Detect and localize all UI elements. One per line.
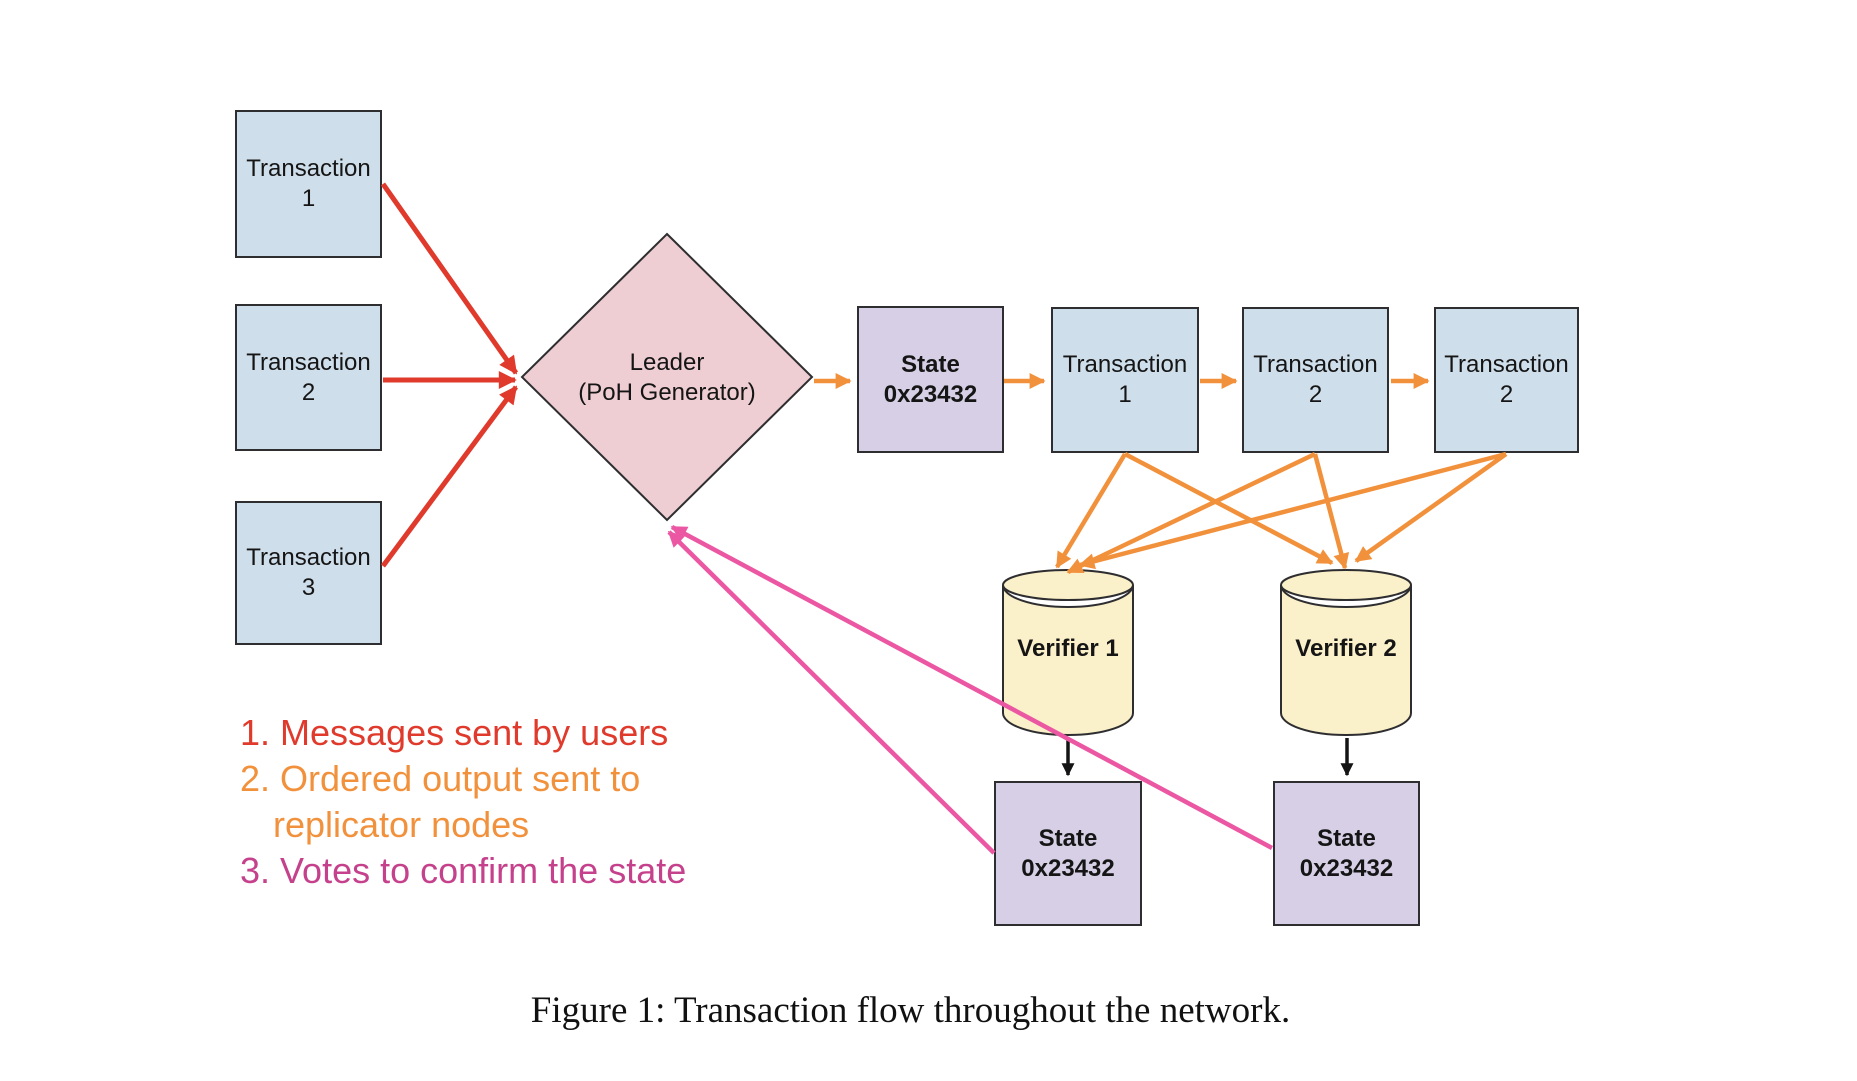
legend-item-messages: 1. Messages sent by users bbox=[240, 712, 669, 753]
node-state-top: State 0x23432 bbox=[857, 306, 1004, 453]
arrow-chain-tx1-to-verifier1 bbox=[1055, 452, 1127, 569]
arrow-state2-vote-to-leader bbox=[670, 525, 1274, 850]
node-verifier-2-label: Verifier 2 bbox=[1295, 635, 1397, 662]
node-verifier-1-label: Verifier 1 bbox=[1017, 635, 1119, 662]
arrow-chain-tx1-to-verifier2 bbox=[1123, 452, 1334, 565]
arrow-chain-tx2b-to-verifier2 bbox=[1354, 452, 1508, 563]
node-state-verifier-1: State 0x23432 bbox=[994, 781, 1142, 926]
legend-item-ordered-output: 2. Ordered output sent to replicator nod… bbox=[240, 758, 641, 845]
figure-caption: Figure 1: Transaction flow throughout th… bbox=[530, 990, 1291, 1031]
arrow-chain-tx2-to-verifier2 bbox=[1312, 453, 1350, 570]
arrow-chain-tx2b-to-verifier1 bbox=[1078, 451, 1507, 570]
node-state-verifier-2: State 0x23432 bbox=[1273, 781, 1420, 926]
arrow-chain-tx2-to-verifier1 bbox=[1066, 451, 1316, 575]
legend: 1. Messages sent by users 2. Ordered out… bbox=[240, 710, 686, 894]
legend-item-votes: 3. Votes to confirm the state bbox=[240, 850, 687, 891]
node-transaction-2: Transaction 2 bbox=[235, 304, 382, 451]
arrow-tx1-to-leader bbox=[380, 182, 519, 375]
arrow-state1-vote-to-leader bbox=[667, 530, 996, 855]
node-transaction-1: Transaction 1 bbox=[235, 110, 382, 258]
node-leader-label: Leader (PoH Generator) bbox=[578, 349, 756, 406]
node-transaction-3: Transaction 3 bbox=[235, 501, 382, 645]
node-chain-transaction-1: Transaction 1 bbox=[1051, 307, 1199, 453]
node-chain-transaction-2b: Transaction 2 bbox=[1434, 307, 1579, 453]
node-chain-transaction-2: Transaction 2 bbox=[1242, 307, 1389, 453]
arrow-tx3-to-leader bbox=[380, 385, 519, 568]
